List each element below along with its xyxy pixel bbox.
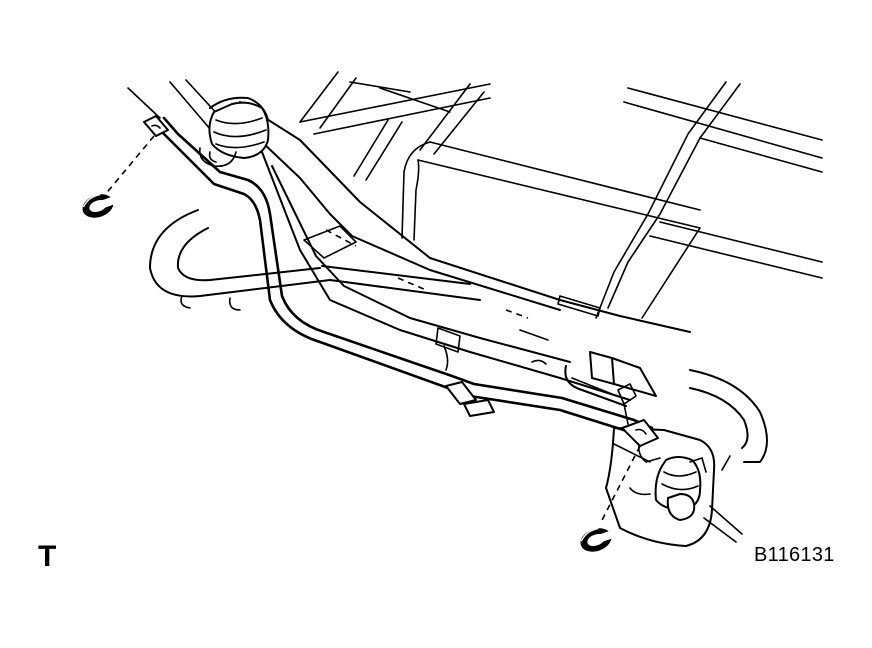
view-marker-label: T: [38, 540, 57, 573]
lower-hinge-bracket: [605, 383, 743, 547]
upper-hinge-boss: [198, 101, 270, 168]
clip-leaders: [103, 135, 641, 525]
link-rod: [143, 115, 659, 447]
seat-side-rail: [209, 96, 691, 407]
figure-code-label: B116131: [754, 544, 835, 566]
lower-tube-frame: [149, 209, 768, 471]
